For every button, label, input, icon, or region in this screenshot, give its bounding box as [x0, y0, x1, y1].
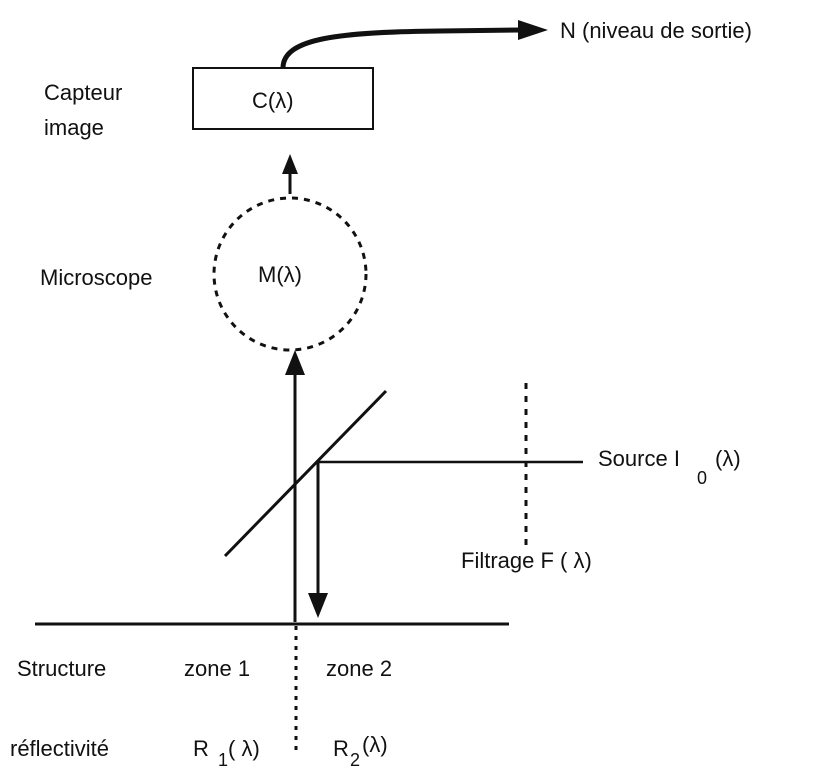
- output-curve: [280, 27, 521, 69]
- microscope-to-sensor-arrowhead: [282, 154, 298, 174]
- reflectivity-label: réflectivité: [10, 736, 109, 761]
- zone-1-label: zone 1: [184, 656, 250, 681]
- incident-beam-arrowhead: [308, 593, 328, 618]
- r1-subscript: 1: [218, 750, 228, 769]
- r2-subscript: 2: [350, 750, 360, 769]
- zone-2-label: zone 2: [326, 656, 392, 681]
- microscope-label: Microscope: [40, 265, 152, 290]
- output-label: N (niveau de sortie): [560, 18, 752, 43]
- sensor-label-line1: Capteur: [44, 80, 122, 105]
- r2-function: (λ): [362, 732, 388, 757]
- output-arrowhead: [518, 20, 548, 40]
- source-function: (λ): [715, 446, 741, 471]
- filter-label: Filtrage F ( λ): [461, 548, 592, 573]
- r1-main: R: [193, 736, 209, 761]
- reflected-beam-arrowhead: [285, 350, 305, 375]
- r1-function: ( λ): [228, 736, 260, 761]
- r2-main: R: [333, 736, 349, 761]
- sensor-box: [192, 67, 374, 130]
- sensor-function: C(λ): [252, 88, 294, 113]
- structure-label: Structure: [17, 656, 106, 681]
- microscope-lens-circle: [212, 196, 368, 352]
- beam-splitter: [223, 389, 388, 558]
- sensor-label-line2: image: [44, 115, 104, 140]
- source-subscript: 0: [697, 468, 707, 488]
- source-label: Source I: [598, 446, 680, 471]
- microscope-function: M(λ): [258, 262, 302, 287]
